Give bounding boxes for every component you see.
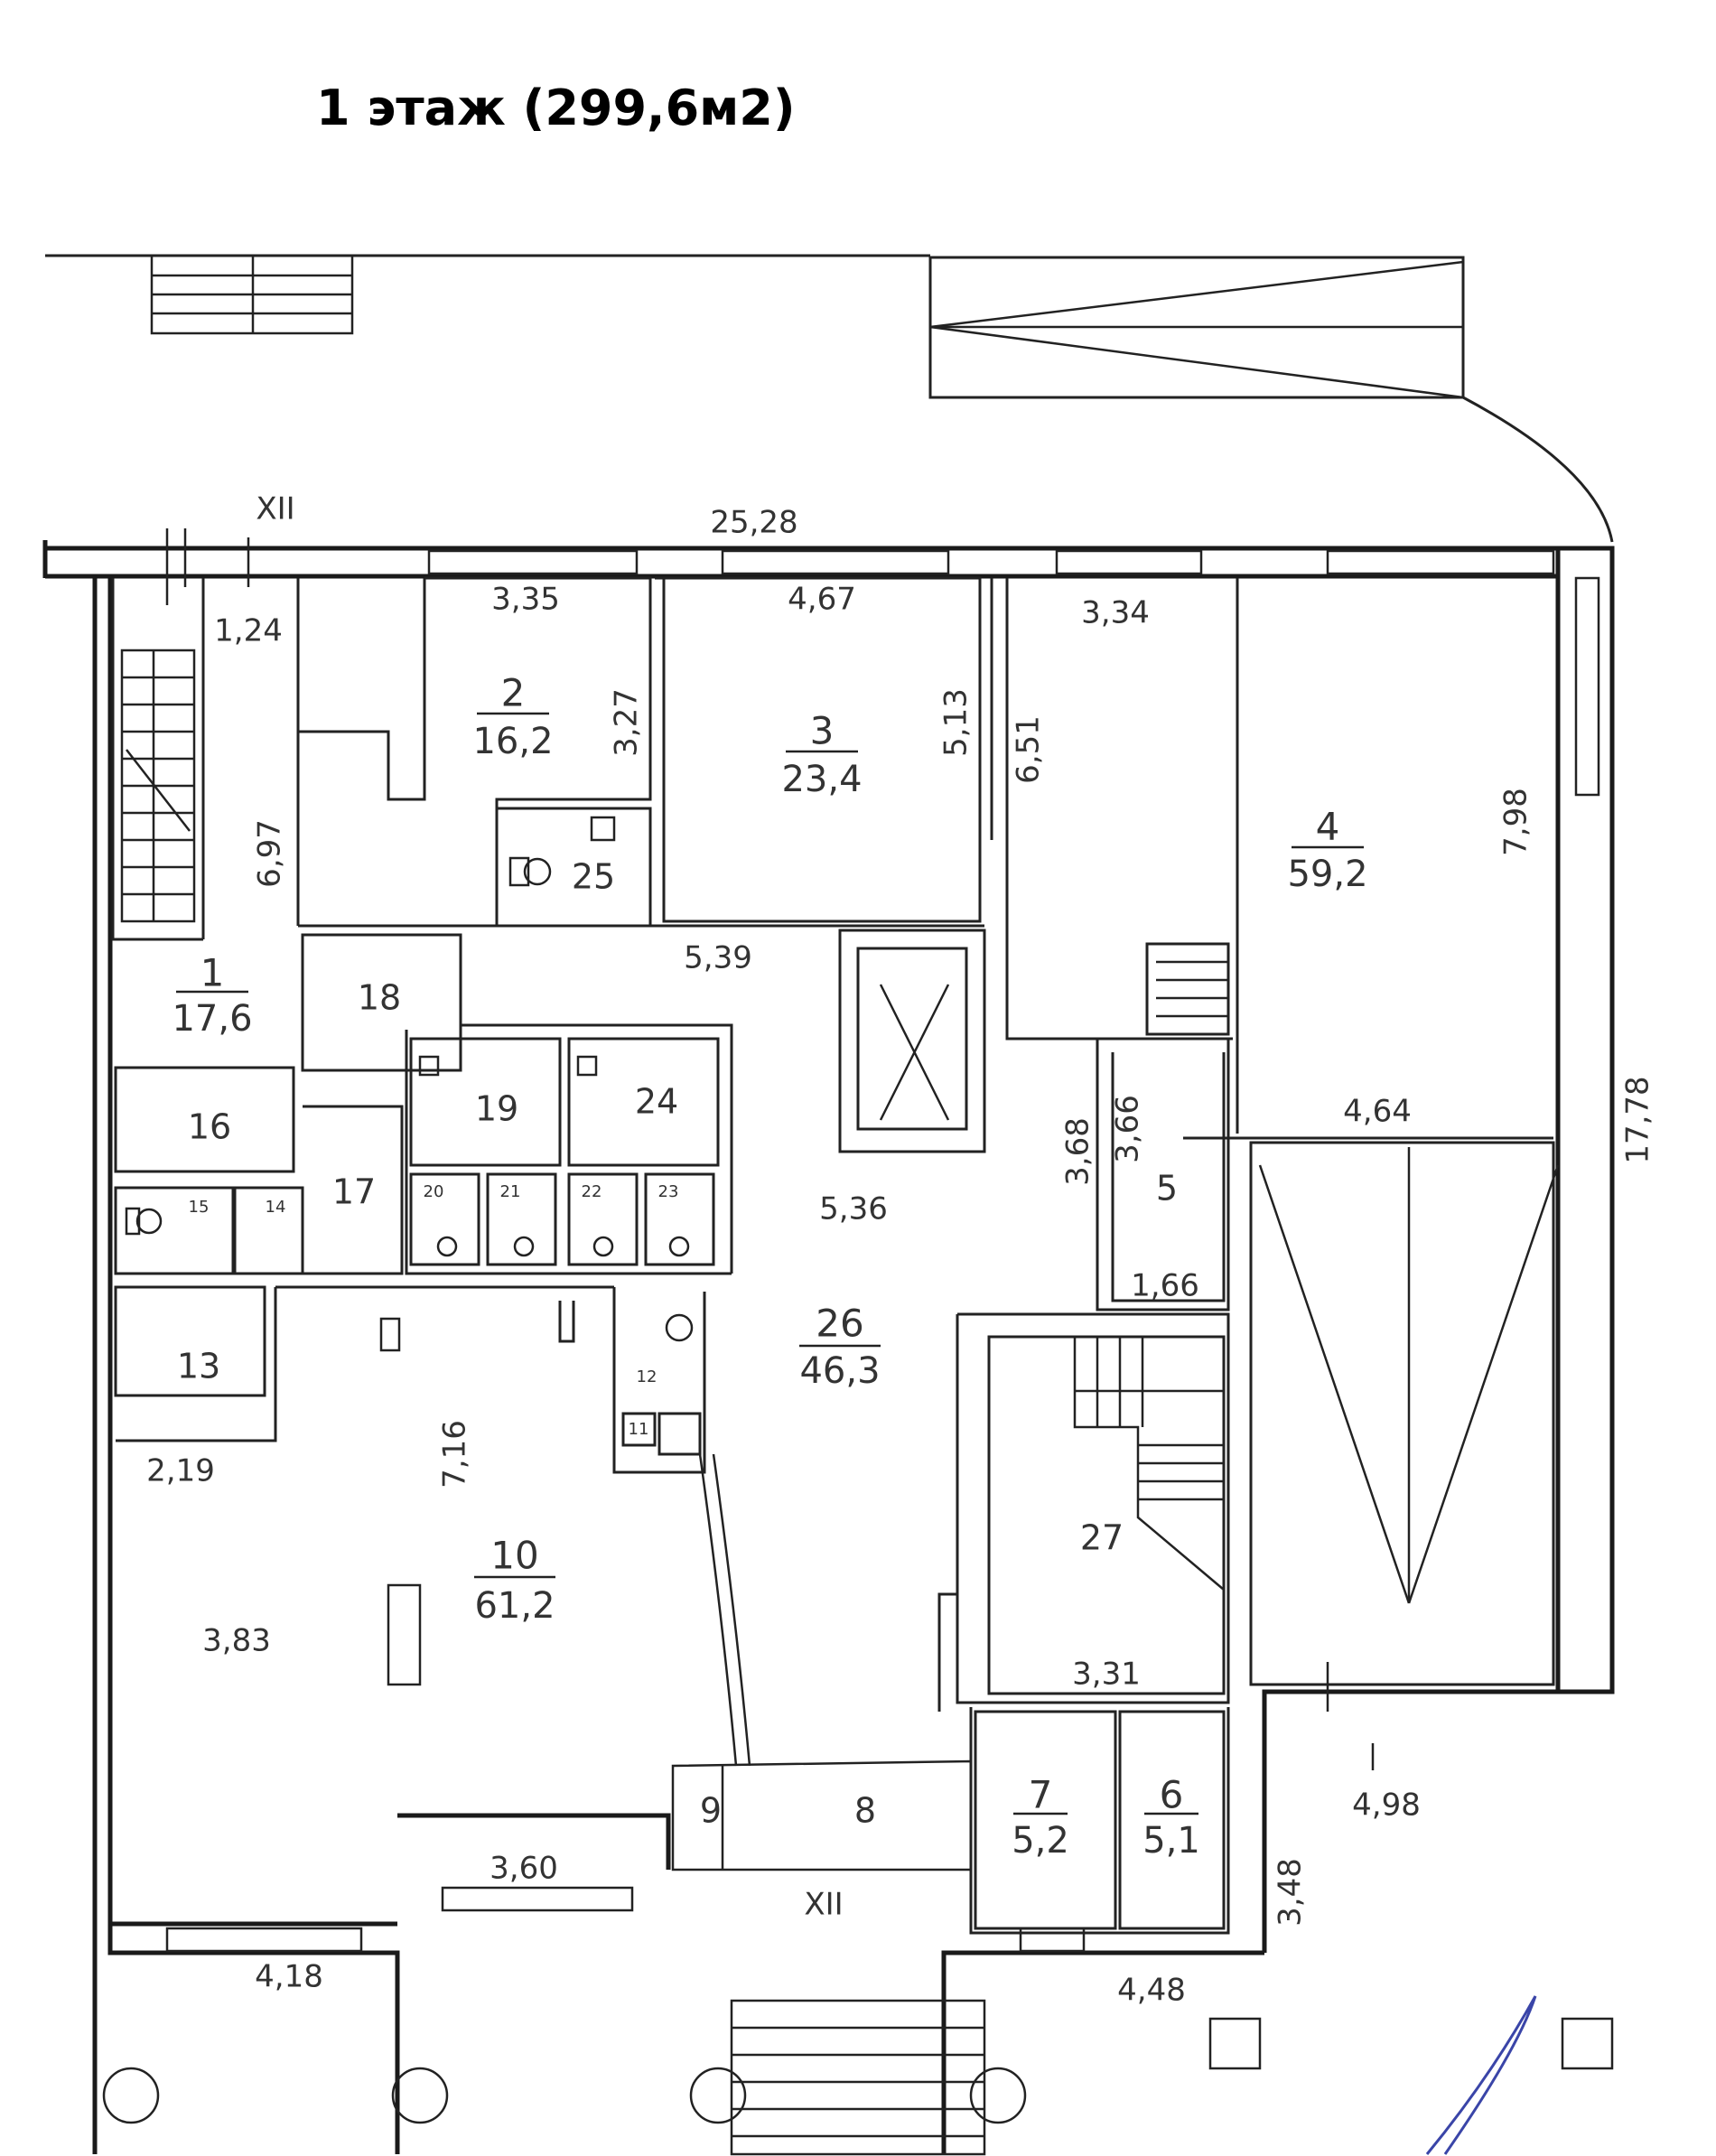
dimension-label: 3,34: [1081, 595, 1150, 631]
dimension-label: 3,60: [490, 1851, 558, 1887]
room-number: 2: [501, 671, 526, 715]
dimension-label: 1,66: [1131, 1268, 1199, 1304]
room-number: 26: [816, 1302, 863, 1346]
dimension-labels: 25,28 1,24 3,35 4,67 3,34 3,27 5,13 6,51…: [146, 505, 1655, 2009]
dimension-label: 4,48: [1117, 1973, 1186, 2009]
left-stairs: [120, 649, 196, 923]
room-number: 24: [635, 1082, 678, 1122]
top-structures: [45, 254, 1614, 543]
room-number: 12: [637, 1367, 657, 1386]
dimension-label: 3,35: [491, 582, 560, 618]
dimension-label: 3,66: [1110, 1095, 1146, 1163]
plan-title: 1 этаж (299,6м2): [316, 79, 796, 136]
room-number: 17: [332, 1172, 376, 1212]
dimension-label: 4,67: [788, 582, 856, 618]
room-area: 17,6: [172, 998, 252, 1040]
dimension-label: 5,36: [819, 1191, 888, 1227]
room-number: 13: [177, 1347, 220, 1386]
dimension-label: 5,13: [938, 688, 975, 757]
room-number: 11: [629, 1420, 649, 1439]
room-number: 1: [201, 951, 225, 995]
room-area: 5,2: [1012, 1820, 1069, 1862]
room-area: 46,3: [799, 1350, 880, 1392]
room-number: 20: [424, 1182, 444, 1201]
room-number: 6: [1160, 1773, 1184, 1817]
dimension-label: 3,83: [202, 1623, 271, 1659]
room-number: 10: [490, 1534, 538, 1578]
room-area: 16,2: [472, 721, 553, 762]
dimension-label: 7,16: [437, 1420, 473, 1489]
dimension-label: 17,78: [1620, 1076, 1656, 1163]
room-number: 21: [500, 1182, 521, 1201]
room-number: 16: [188, 1107, 231, 1147]
dimension-label: 2,19: [146, 1453, 215, 1489]
dimension-label: 3,27: [609, 688, 645, 757]
room-number: 22: [582, 1182, 602, 1201]
dimension-label: 4,18: [255, 1959, 323, 1995]
dimension-label: 3,31: [1072, 1657, 1141, 1693]
room-labels: 1 17,6 2 16,2 3 23,4 4 59,2 5 6 5,1 7 5,…: [172, 671, 1367, 1862]
bottom-outdoor: [102, 1995, 1614, 2156]
section-marker-top: XII: [256, 491, 294, 527]
room-number: 5: [1156, 1169, 1178, 1209]
section-marker-bottom: XII: [804, 1887, 843, 1923]
dimension-label: 6,51: [1011, 715, 1047, 784]
room-number: 18: [358, 978, 401, 1018]
dimension-label: 5,39: [684, 940, 752, 976]
room-area: 23,4: [781, 759, 862, 800]
room-number: 8: [854, 1791, 876, 1831]
room-area: 59,2: [1287, 854, 1367, 895]
room-number: 25: [572, 857, 615, 897]
room-number: 4: [1316, 805, 1340, 849]
room-number: 27: [1080, 1518, 1124, 1558]
dimension-label: 7,98: [1498, 788, 1534, 856]
interior-walls: [111, 576, 1560, 1935]
sanitary-fixtures: [125, 816, 694, 1686]
room-number: 3: [810, 709, 835, 753]
dimension-label: 6,97: [252, 819, 288, 888]
dimension-label: 1,24: [214, 613, 283, 649]
room-area: 61,2: [474, 1585, 555, 1627]
room-number: 14: [266, 1198, 286, 1217]
outer-walls: [42, 540, 1615, 2154]
dimension-label: 25,28: [710, 505, 797, 541]
room-number: 15: [189, 1198, 210, 1217]
top-windows: [165, 528, 1600, 1953]
dimension-label: 4,64: [1343, 1094, 1412, 1130]
room-number: 9: [700, 1791, 722, 1831]
room-number: 23: [658, 1182, 679, 1201]
dimension-label: 3,48: [1273, 1858, 1309, 1927]
dimension-label: 3,68: [1060, 1117, 1096, 1186]
room-number: 7: [1029, 1773, 1053, 1817]
room-area: 5,1: [1142, 1820, 1200, 1862]
dimension-label: 4,98: [1352, 1787, 1421, 1824]
room-number: 19: [475, 1089, 518, 1129]
